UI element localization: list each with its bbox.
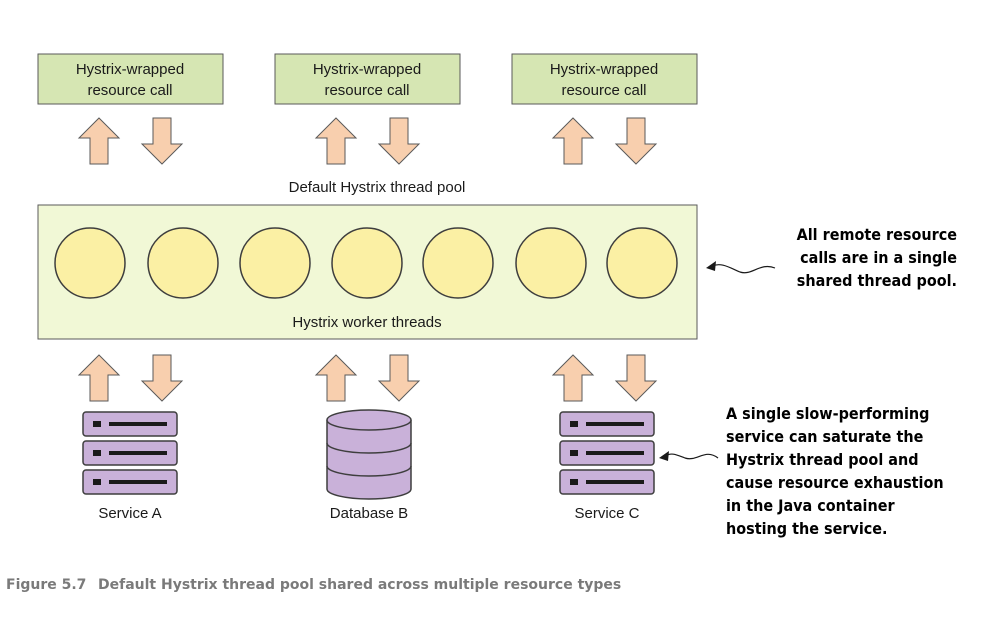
worker-threads-label: Hystrix worker threads — [292, 314, 441, 331]
arrow-down-icon — [378, 117, 420, 165]
worker-thread — [54, 227, 126, 299]
resource-call-box-1: Hystrix-wrapped resource call — [37, 53, 224, 105]
database-icon — [326, 409, 412, 500]
figure-caption: Figure 5.7 Default Hystrix thread pool s… — [6, 577, 621, 593]
resource-call-label-line2: resource call — [324, 82, 409, 99]
arrow-up-icon — [315, 354, 357, 402]
slow-note-line: A single slow-performing — [726, 404, 929, 423]
resource-call-label-line1: Hystrix-wrapped — [313, 61, 421, 78]
worker-thread — [422, 227, 494, 299]
pool-note: All remote resource calls are in a singl… — [706, 225, 957, 290]
arrow-down-icon — [615, 354, 657, 402]
arrow-up-icon — [78, 354, 120, 402]
arrow-down-icon — [615, 117, 657, 165]
slow-note-line: service can saturate the — [726, 427, 924, 446]
caption-number: Figure 5.7 — [6, 577, 86, 593]
slow-note-line: in the Java container — [726, 496, 895, 515]
note-pointer — [711, 264, 776, 274]
arrow-up-icon — [552, 354, 594, 402]
resource-call-box-3: Hystrix-wrapped resource call — [511, 53, 698, 105]
server-icon — [82, 411, 178, 495]
resource-call-label-line1: Hystrix-wrapped — [550, 61, 658, 78]
arrow-down-icon — [378, 354, 420, 402]
server-icon — [559, 411, 655, 495]
arrow-up-icon — [78, 117, 120, 165]
worker-thread — [239, 227, 311, 299]
slow-note-line: cause resource exhaustion — [726, 473, 944, 492]
note-pointer — [664, 453, 719, 460]
slow-service-note: A single slow-performing service can sat… — [659, 404, 944, 538]
service-a-label: Service A — [98, 505, 161, 522]
resource-call-label-line1: Hystrix-wrapped — [76, 61, 184, 78]
arrow-down-icon — [141, 117, 183, 165]
worker-thread — [606, 227, 678, 299]
pool-note-line: calls are in a single — [800, 248, 957, 267]
thread-pool-box: Hystrix worker threads — [37, 204, 698, 340]
worker-thread — [515, 227, 587, 299]
service-c-label: Service C — [574, 505, 639, 522]
worker-thread — [331, 227, 403, 299]
resource-call-box-2: Hystrix-wrapped resource call — [274, 53, 461, 105]
caption-text: Default Hystrix thread pool shared acros… — [98, 577, 621, 593]
pool-note-line: shared thread pool. — [797, 271, 957, 290]
resource-call-label-line2: resource call — [87, 82, 172, 99]
slow-note-line: Hystrix thread pool and — [726, 450, 919, 469]
resource-call-label-line2: resource call — [561, 82, 646, 99]
thread-pool-title: Default Hystrix thread pool — [289, 179, 466, 196]
arrow-up-icon — [315, 117, 357, 165]
slow-note-line: hosting the service. — [726, 519, 888, 538]
pool-note-line: All remote resource — [797, 225, 958, 244]
arrow-down-icon — [141, 354, 183, 402]
worker-thread — [147, 227, 219, 299]
arrow-up-icon — [552, 117, 594, 165]
database-b-label: Database B — [330, 505, 408, 522]
